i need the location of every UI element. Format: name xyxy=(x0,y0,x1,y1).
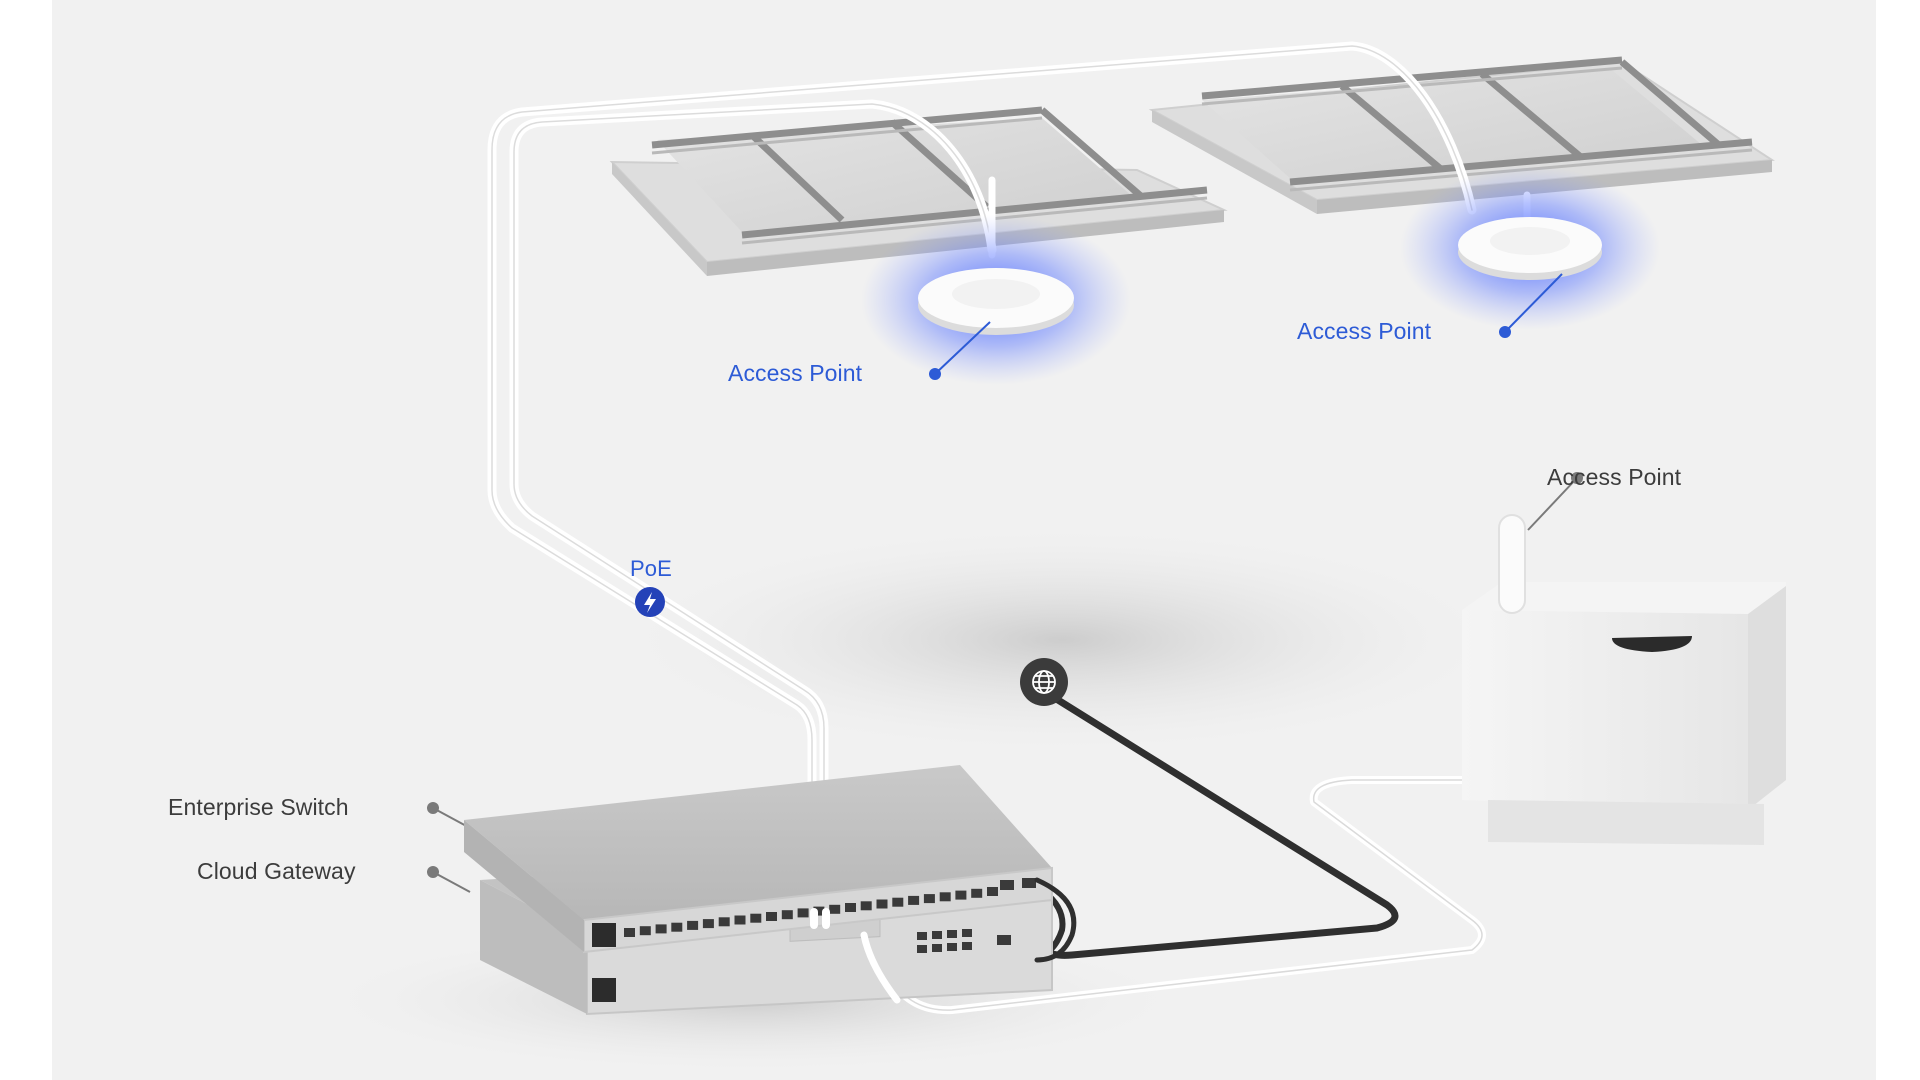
switch-port xyxy=(987,887,998,896)
label-poe: PoE xyxy=(630,556,672,581)
ceiling-access-point-left xyxy=(918,268,1074,335)
label-ap-ceiling-right: Access Point xyxy=(1297,318,1432,344)
enterprise-switch-device xyxy=(464,765,1053,954)
switch-port-row xyxy=(624,887,998,937)
switch-port xyxy=(797,908,809,918)
label-ap-ceiling-left: Access Point xyxy=(728,360,863,386)
label-ap-outdoor: Access Point xyxy=(1547,464,1682,490)
switch-port xyxy=(750,913,762,923)
outdoor-enclosure xyxy=(1462,582,1786,845)
switch-port xyxy=(671,922,683,932)
switch-port xyxy=(892,897,904,907)
switch-port xyxy=(655,924,667,934)
ceiling-panel-left xyxy=(609,106,1228,276)
label-enterprise-switch: Enterprise Switch xyxy=(168,794,349,820)
label-leader-lines xyxy=(427,273,1583,893)
internet-badge xyxy=(1020,658,1068,706)
switch-port xyxy=(845,903,856,912)
network-diagram xyxy=(332,41,1786,1070)
switch-port xyxy=(718,917,730,927)
floor-shadow xyxy=(632,530,1492,750)
poe-cables xyxy=(487,41,1531,1015)
switch-port xyxy=(781,910,793,920)
switch-port xyxy=(971,888,983,898)
lightning-bolt-icon xyxy=(644,592,656,613)
patch-cables xyxy=(810,877,1077,1004)
switch-port xyxy=(908,895,920,905)
switch-port xyxy=(766,912,777,921)
ceiling-access-point-right xyxy=(1458,217,1602,280)
switch-port xyxy=(955,890,967,900)
switch-port xyxy=(687,920,699,930)
network-diagram-canvas: Access Point Access Point Access Point P… xyxy=(52,0,1876,1080)
switch-port xyxy=(876,899,888,909)
switch-port xyxy=(829,904,841,914)
switch-port xyxy=(734,915,746,925)
globe-icon xyxy=(1032,670,1056,694)
switch-port xyxy=(860,901,872,911)
switch-port xyxy=(639,926,651,936)
poe-badge xyxy=(635,587,665,617)
switch-port xyxy=(813,906,825,916)
switch-port xyxy=(702,919,714,929)
label-cloud-gateway: Cloud Gateway xyxy=(197,858,356,884)
switch-port xyxy=(624,928,635,937)
switch-port xyxy=(923,894,935,904)
switch-port xyxy=(939,892,951,902)
outdoor-access-point xyxy=(1498,514,1526,614)
